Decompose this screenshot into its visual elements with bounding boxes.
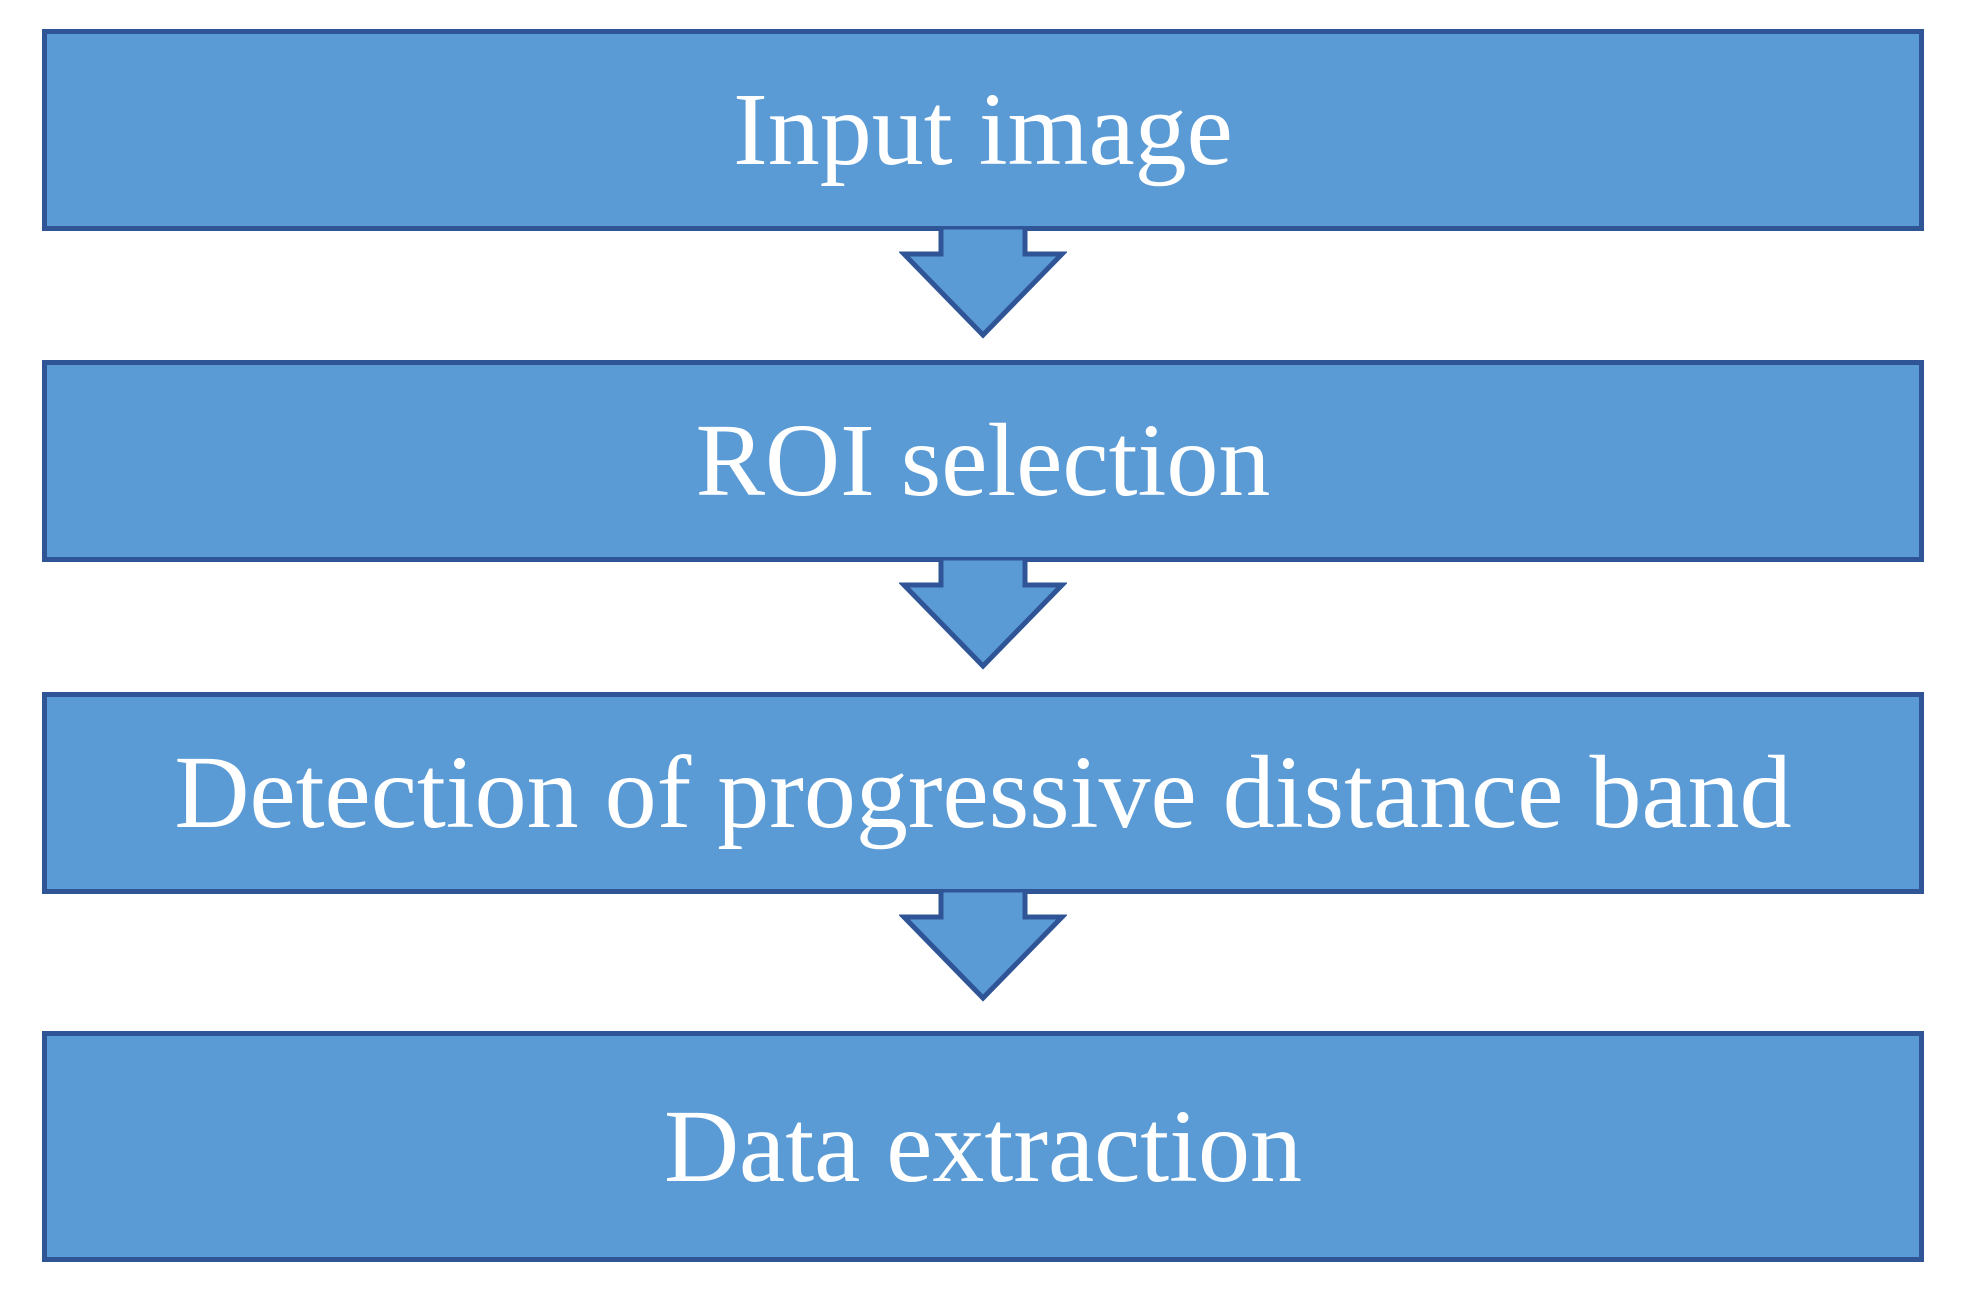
down-arrow-icon (899, 558, 1067, 670)
step-box-data-extraction: Data extraction (42, 1031, 1924, 1262)
step-label: ROI selection (695, 403, 1271, 518)
down-arrow-icon (899, 227, 1067, 339)
step-label: Data extraction (663, 1088, 1303, 1204)
step-box-input-image: Input image (42, 29, 1924, 231)
step-box-roi-selection: ROI selection (42, 360, 1924, 562)
step-label: Detection of progressive distance band (174, 735, 1792, 850)
step-box-detection: Detection of progressive distance band (42, 692, 1924, 894)
down-arrow-icon (899, 890, 1067, 1002)
step-label: Input image (733, 72, 1233, 187)
